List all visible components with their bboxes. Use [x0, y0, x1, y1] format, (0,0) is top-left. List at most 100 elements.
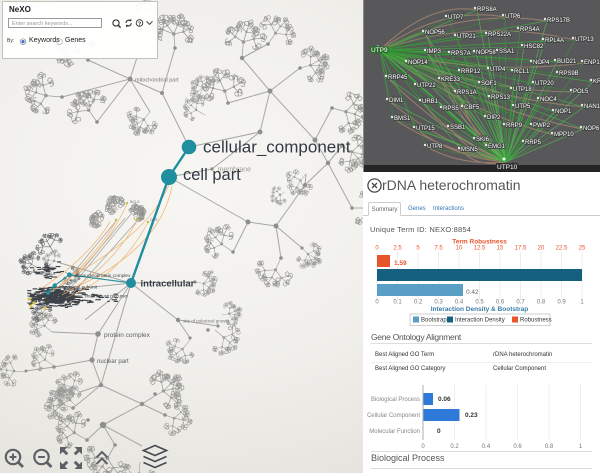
svg-text:membrane: membrane [218, 167, 252, 174]
svg-text:NOP14: NOP14 [408, 60, 428, 66]
svg-text:EMG1: EMG1 [488, 144, 506, 150]
svg-text:0.23: 0.23 [465, 412, 478, 419]
svg-text:POL5: POL5 [573, 89, 589, 95]
svg-text:0.7: 0.7 [516, 300, 525, 306]
svg-text:UTP20: UTP20 [535, 81, 554, 87]
svg-text:5: 5 [416, 246, 420, 252]
svg-text:SKI6: SKI6 [476, 137, 490, 143]
svg-text:CBF5: CBF5 [464, 105, 480, 111]
svg-text:?: ? [138, 21, 142, 27]
svg-text:MSN5: MSN5 [461, 147, 478, 153]
svg-text:UTP4: UTP4 [490, 67, 506, 73]
svg-text:RPS7A: RPS7A [451, 51, 471, 57]
svg-text:UTP9: UTP9 [371, 47, 388, 54]
svg-text:7.5: 7.5 [434, 246, 443, 252]
svg-text:NOP56: NOP56 [425, 30, 445, 36]
svg-text:0.42: 0.42 [466, 289, 479, 296]
svg-text:site of polarized growth: site of polarized growth [183, 319, 230, 324]
svg-text:17.5: 17.5 [515, 246, 527, 252]
svg-text:ribonucleoprotein complex: ribonucleoprotein complex [75, 273, 132, 279]
svg-text:Robustness: Robustness [520, 318, 552, 324]
svg-text:0.5: 0.5 [475, 300, 484, 306]
svg-text:1: 1 [579, 444, 583, 450]
svg-text:protein complex: protein complex [104, 332, 151, 339]
svg-text:MPP10: MPP10 [554, 132, 574, 138]
svg-text:PWP2: PWP2 [533, 123, 551, 129]
svg-text:25: 25 [579, 246, 586, 252]
svg-text:NOP1: NOP1 [555, 109, 572, 115]
svg-text:DFS: DFS [150, 218, 158, 222]
svg-text:0.8: 0.8 [545, 444, 554, 450]
svg-text:0.2: 0.2 [414, 300, 423, 306]
svg-text:HSC82: HSC82 [524, 44, 544, 50]
svg-text:SSA1: SSA1 [499, 49, 515, 55]
svg-text:BUD21: BUD21 [557, 59, 577, 65]
svg-text:SSB1: SSB1 [450, 125, 466, 131]
svg-text:0.6: 0.6 [496, 300, 505, 306]
svg-text:0.8: 0.8 [537, 300, 546, 306]
svg-text:ribosomal subunit: ribosomal subunit [60, 285, 98, 291]
svg-text:22.5: 22.5 [556, 246, 568, 252]
svg-text:mitochondrial part: mitochondrial part [135, 78, 179, 84]
svg-text:nuclear part: nuclear part [97, 359, 129, 365]
svg-text:UTP8: UTP8 [427, 144, 443, 150]
svg-text:RPS17B: RPS17B [547, 18, 570, 24]
svg-text:0.06: 0.06 [438, 396, 451, 403]
svg-text:BCL3: BCL3 [134, 212, 144, 216]
svg-text:UTP5: UTP5 [515, 104, 531, 110]
svg-text:cell part: cell part [183, 166, 241, 184]
svg-text:RPS1A: RPS1A [457, 90, 477, 96]
svg-text:RRP5: RRP5 [525, 140, 542, 146]
svg-text:UTP15: UTP15 [416, 126, 435, 132]
svg-text:0: 0 [375, 246, 379, 252]
svg-text:1: 1 [580, 300, 584, 306]
svg-text:0: 0 [375, 300, 379, 306]
svg-text:UTP10: UTP10 [497, 164, 518, 171]
svg-text:0: 0 [437, 428, 441, 435]
svg-text:KRE: KRE [593, 79, 600, 85]
svg-text:BCL5: BCL5 [130, 200, 140, 204]
svg-text:cellular_component: cellular_component [203, 137, 351, 156]
svg-text:KRE33: KRE33 [441, 77, 461, 83]
svg-text:Bootstrap: Bootstrap [421, 318, 447, 324]
svg-text:NOP6: NOP6 [583, 126, 600, 132]
svg-text:20: 20 [538, 246, 545, 252]
svg-text:NOP4: NOP4 [533, 60, 550, 66]
svg-text:BMS1: BMS1 [394, 116, 411, 122]
svg-text:RPS5: RPS5 [443, 106, 459, 112]
svg-text:Biological Process: Biological Process [371, 397, 420, 403]
svg-text:IMP3: IMP3 [427, 49, 442, 55]
svg-text:SOF1: SOF1 [481, 81, 497, 87]
svg-text:intracellular: intracellular [141, 279, 195, 290]
svg-text:NOC4: NOC4 [540, 97, 557, 103]
svg-text:NAN1: NAN1 [584, 104, 600, 110]
svg-text:15: 15 [497, 246, 504, 252]
svg-text:UTP18: UTP18 [513, 87, 532, 93]
svg-text:2.5: 2.5 [393, 246, 402, 252]
svg-text:URB1: URB1 [422, 99, 439, 105]
svg-text:NOP58: NOP58 [476, 50, 496, 56]
svg-text:UTP7: UTP7 [448, 15, 464, 21]
svg-text:DIM1: DIM1 [389, 98, 404, 104]
svg-text:ENP1: ENP1 [584, 60, 600, 66]
svg-text:RPS4A: RPS4A [520, 27, 540, 33]
svg-text:RCL1: RCL1 [514, 69, 530, 75]
svg-text:0.4: 0.4 [455, 300, 464, 306]
svg-text:RPS22A: RPS22A [488, 32, 511, 38]
svg-text:0.3: 0.3 [434, 300, 443, 306]
svg-text:RPS8A: RPS8A [477, 7, 497, 13]
svg-text:UTP6: UTP6 [505, 14, 521, 20]
svg-text:RPS1A: RPS1A [42, 271, 55, 276]
svg-text:RPS13: RPS13 [491, 95, 511, 101]
svg-text:10: 10 [456, 246, 463, 252]
svg-text:RRP12: RRP12 [461, 69, 481, 75]
svg-text:Cellular Component: Cellular Component [367, 413, 420, 419]
svg-text:RRP9: RRP9 [506, 123, 523, 129]
svg-text:RPL4A: RPL4A [545, 38, 564, 44]
svg-text:preribosome, small subunit pre: preribosome, small subunit precursor [59, 294, 128, 299]
svg-text:0.6: 0.6 [513, 444, 522, 450]
svg-text:1.59: 1.59 [394, 260, 407, 267]
svg-text:Term Robustness: Term Robustness [452, 239, 507, 246]
svg-text:UTP21: UTP21 [457, 34, 476, 40]
svg-text:UTP13: UTP13 [575, 37, 594, 43]
